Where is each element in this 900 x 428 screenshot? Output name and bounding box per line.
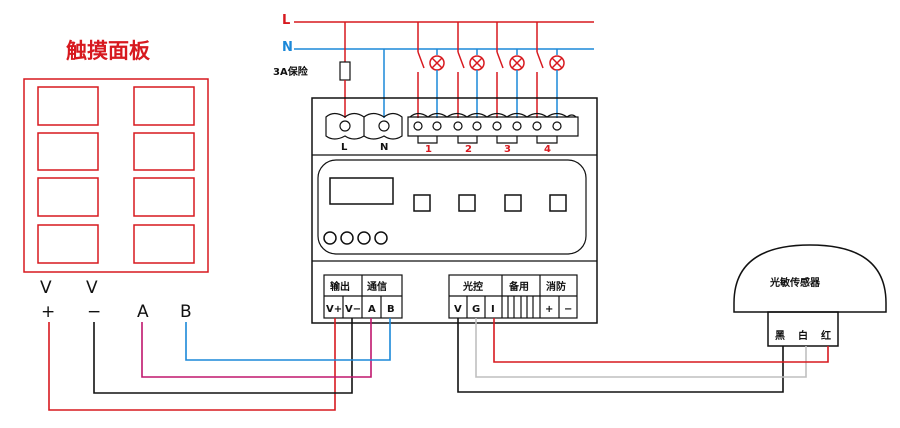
wire-sensor-white [475, 318, 807, 378]
output-terminal-block [407, 112, 579, 144]
load-branches [417, 22, 565, 118]
touch-key[interactable] [37, 224, 99, 264]
fuse-icon [339, 61, 351, 81]
load-branch-2 [457, 22, 485, 118]
indicator-square [504, 194, 522, 212]
sensor-dome [733, 244, 887, 313]
touch-key[interactable] [37, 86, 99, 126]
channel-label-1: 1 [425, 144, 432, 155]
round-button[interactable] [357, 231, 371, 245]
wire-sensor-red [493, 318, 829, 363]
light-sensor: 光敏传感器 黑 白 红 [733, 244, 887, 347]
wire-label-plus: + [41, 302, 55, 322]
bus-label-n: N [282, 40, 293, 55]
fuse-label: 3A保险 [273, 65, 309, 78]
terminal-label-g: G [472, 304, 480, 315]
group-label-fire: 消防 [546, 280, 566, 293]
sensor-wire-red: 红 [821, 329, 831, 342]
control-module: L N 1 2 3 4 [311, 97, 598, 324]
wire-label-b: B [180, 302, 192, 322]
wire-sensor-black [457, 318, 784, 393]
wire-label-a: A [137, 302, 149, 322]
sensor-wire-black: 黑 [775, 330, 785, 342]
sensor-wire-white: 白 [798, 329, 808, 342]
terminal-label-n: N [380, 142, 388, 153]
terminal-label-b: B [387, 304, 395, 315]
load-branch-3 [496, 22, 525, 118]
wire-a [141, 318, 372, 378]
channel-label-4: 4 [544, 144, 551, 155]
group-label-spare: 备用 [508, 280, 529, 293]
wire-b [185, 318, 391, 361]
wire-label-v: V [40, 278, 52, 298]
terminal-label-i: I [491, 304, 495, 315]
terminal-label-vminus: V− [345, 304, 361, 315]
indicator-square [549, 194, 567, 212]
module-buttons [323, 231, 388, 245]
wire-vminus [93, 318, 353, 394]
touch-key[interactable] [37, 132, 99, 171]
terminal-label-l: L [341, 142, 348, 153]
touch-key[interactable] [37, 177, 99, 217]
power-terminal-block [325, 112, 403, 140]
indicator-square [413, 194, 431, 212]
wire-label-minus: − [87, 302, 101, 322]
module-front-panel [317, 159, 587, 255]
load-branch-4 [536, 22, 565, 118]
channel-label-2: 2 [465, 144, 472, 155]
touch-key[interactable] [133, 86, 195, 126]
power-bus: L N [282, 13, 594, 55]
terminal-label-a: A [368, 304, 376, 315]
wire-vplus [48, 318, 336, 411]
output-comm-terminals [323, 274, 403, 319]
display-window [329, 177, 394, 205]
bus-label-l: L [282, 13, 290, 28]
wire-label-v: V [86, 278, 98, 298]
touch-panel-title: 触摸面板 [66, 39, 151, 63]
channel-label-3: 3 [504, 144, 511, 155]
power-feed: 3A保险 [273, 22, 385, 118]
touch-key[interactable] [133, 177, 195, 217]
round-button[interactable] [323, 231, 337, 245]
sensor-terminal-box [767, 311, 839, 347]
sensor-terminals [448, 274, 578, 319]
group-label-comm: 通信 [367, 280, 387, 293]
terminal-label-fire-minus: − [564, 304, 572, 315]
round-button[interactable] [374, 231, 388, 245]
load-branch-1 [417, 22, 445, 118]
module-housing [311, 97, 598, 324]
sensor-name: 光敏传感器 [769, 276, 821, 289]
group-label-output: 输出 [330, 280, 350, 293]
touch-panel: 触摸面板 [23, 39, 209, 273]
indicator-square [458, 194, 476, 212]
terminal-label-vplus: V+ [326, 304, 342, 315]
touch-panel-frame [23, 78, 209, 273]
touch-key[interactable] [133, 132, 195, 171]
touch-panel-keys [37, 86, 195, 264]
terminal-label-v: V [454, 304, 462, 315]
wiring [48, 318, 829, 411]
panel-wire-labels: V V + − A B [40, 278, 192, 322]
round-button[interactable] [340, 231, 354, 245]
terminal-label-fire-plus: + [545, 304, 553, 315]
group-label-light: 光控 [462, 280, 483, 293]
touch-key[interactable] [133, 224, 195, 264]
